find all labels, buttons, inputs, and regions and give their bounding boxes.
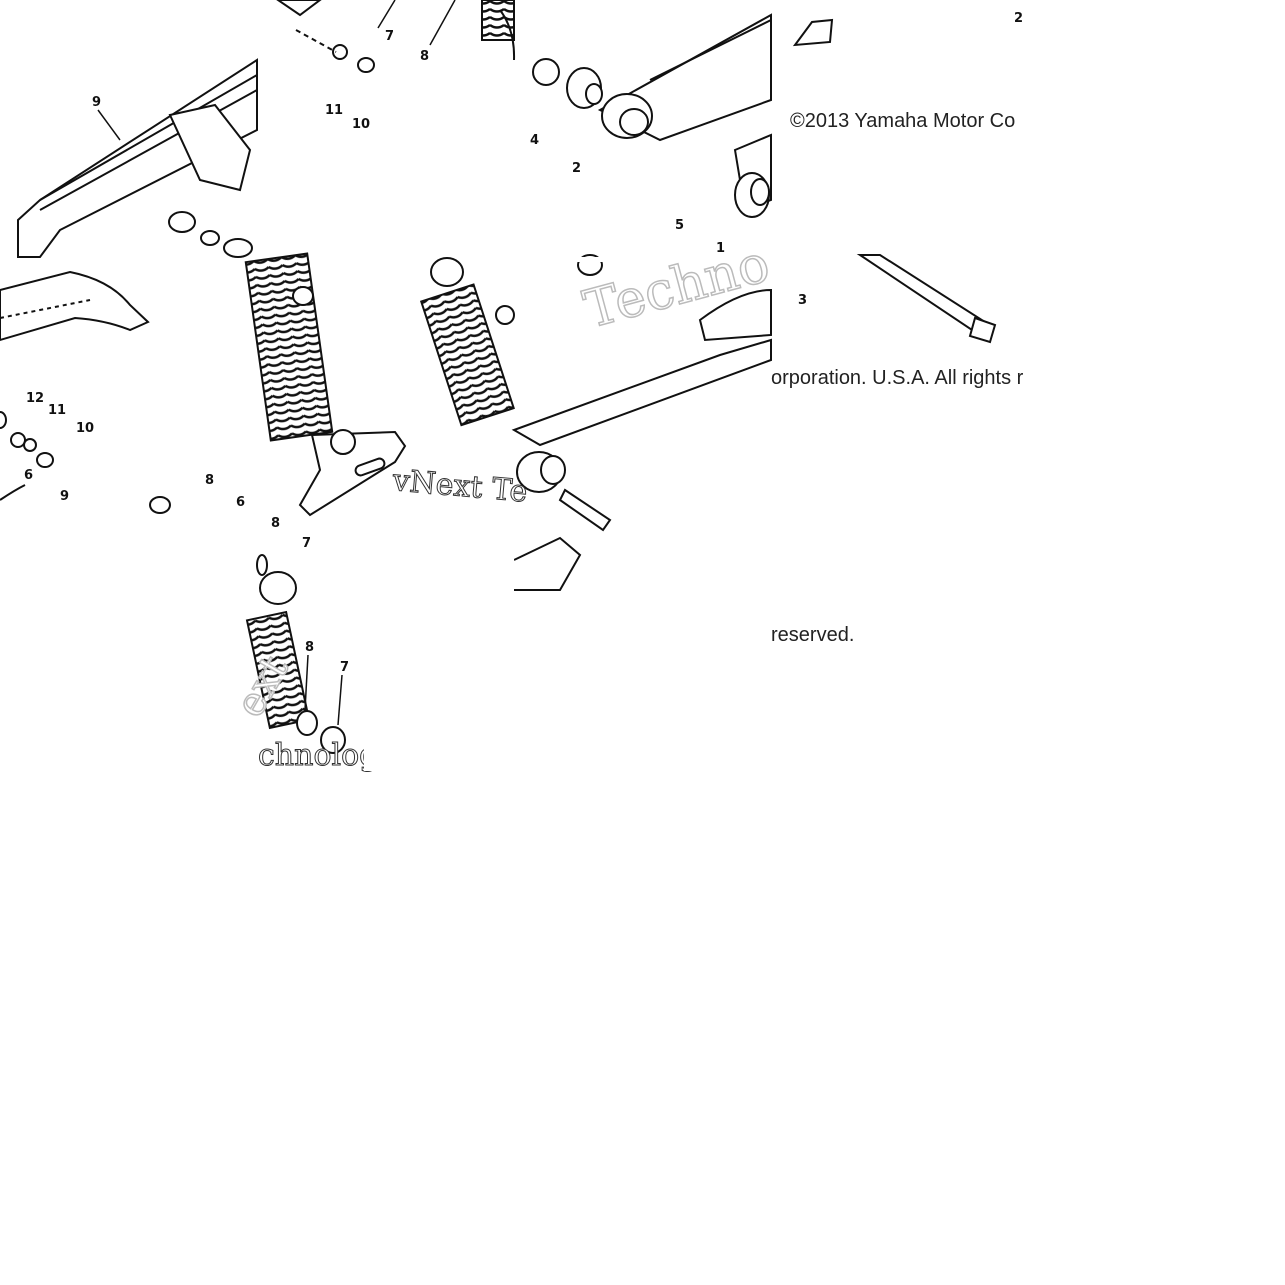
- callout-11: 11: [325, 103, 343, 118]
- tile-gap: [620, 514, 771, 594]
- callout-2: 2: [1014, 11, 1023, 26]
- copyright-line-2: orporation. U.S.A. All rights r: [771, 367, 1028, 389]
- callout-8: 8: [271, 516, 280, 531]
- callout-7: 7: [302, 536, 311, 551]
- chain-guard: [0, 270, 171, 514]
- callout-7: 7: [385, 29, 394, 44]
- rear-shock-right: [419, 257, 515, 427]
- rear-shock-left: [244, 252, 407, 517]
- callout-7: 7: [340, 660, 349, 675]
- callout-3: 3: [798, 293, 807, 308]
- swing-arm: [511, 254, 772, 591]
- watermark-text: vNext Te: [390, 463, 528, 510]
- callout-8: 8: [205, 473, 214, 488]
- tile-gap: [514, 257, 771, 262]
- callout-6: 6: [236, 495, 245, 510]
- leader-line: [97, 109, 121, 141]
- callout-1: 1: [716, 241, 725, 256]
- callout-labels: 7 8 11 10 9 4 2 2 5 1 3 12 11 10 6 9 8 6…: [24, 11, 1023, 675]
- callout-8: 8: [420, 49, 429, 64]
- callout-10: 10: [76, 421, 94, 436]
- callout-12: 12: [26, 391, 44, 406]
- callout-9: 9: [60, 489, 69, 504]
- long-bolt: [856, 254, 997, 344]
- callout-6: 6: [24, 468, 33, 483]
- callout-5: 5: [675, 218, 684, 233]
- chain-case-part: [17, 58, 258, 258]
- watermark-text: chnolog: [258, 738, 378, 773]
- copyright-line-3: reserved.: [771, 624, 855, 646]
- callout-10: 10: [352, 117, 370, 132]
- callout-8: 8: [305, 640, 314, 655]
- acorn-nuts: [245, 554, 346, 754]
- callout-4: 4: [530, 133, 539, 148]
- swing-arm-pivot: [499, 9, 772, 218]
- small-tag: [792, 18, 834, 47]
- nut-washer-group: [168, 211, 253, 258]
- bolt-group-top: [276, 0, 515, 73]
- callout-9: 9: [92, 95, 101, 110]
- copyright-line-1: ©2013 Yamaha Motor Co: [790, 110, 1028, 132]
- callout-11: 11: [48, 403, 66, 418]
- tile-gap: [364, 514, 514, 771]
- callout-2: 2: [572, 161, 581, 176]
